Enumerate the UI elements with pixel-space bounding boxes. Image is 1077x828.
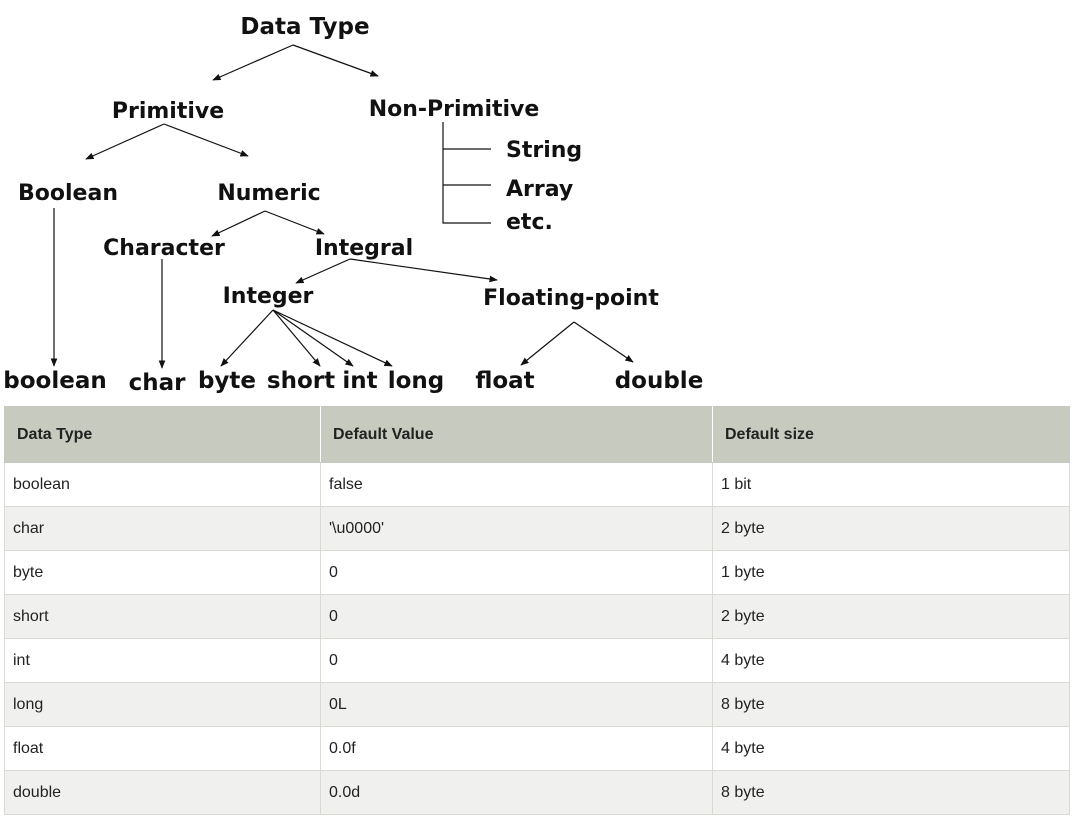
- cell-data-type: double: [4, 770, 321, 815]
- edge-integral-floatingpoint: [349, 258, 498, 283]
- cell-default-value: '\u0000': [320, 506, 713, 551]
- nonprimitive-bracket: [442, 122, 491, 224]
- cell-default-size: 2 byte: [712, 594, 1070, 639]
- table-row: char '\u0000' 2 byte: [4, 506, 1070, 551]
- leaf-float: float: [475, 368, 534, 394]
- cell-data-type: boolean: [4, 462, 321, 507]
- node-numeric: Numeric: [217, 181, 320, 206]
- header-data-type: Data Type: [4, 406, 321, 463]
- cell-default-size: 4 byte: [712, 726, 1070, 771]
- cell-default-size: 8 byte: [712, 770, 1070, 815]
- cell-default-size: 8 byte: [712, 682, 1070, 727]
- edge-primitive-numeric: [163, 123, 249, 157]
- edge-datatype-primitive: [212, 44, 294, 81]
- edge-primitive-boolean: [85, 123, 165, 160]
- data-type-tree-diagram: Data Type Primitive Non-Primitive String…: [3, 14, 704, 396]
- cell-default-value: 0: [320, 550, 713, 595]
- cell-data-type: int: [4, 638, 321, 683]
- cell-data-type: char: [4, 506, 321, 551]
- default-values-table-container: Data Type Default Value Default size boo…: [4, 406, 1070, 815]
- leaf-long: long: [388, 368, 445, 394]
- edge-integer-byte: [220, 309, 274, 367]
- cell-default-value: 0: [320, 594, 713, 639]
- node-data-type: Data Type: [240, 14, 369, 40]
- node-non-primitive: Non-Primitive: [369, 97, 540, 122]
- cell-default-size: 4 byte: [712, 638, 1070, 683]
- table-header-row: Data Type Default Value Default size: [4, 406, 1070, 463]
- cell-default-value: 0.0d: [320, 770, 713, 815]
- node-integer: Integer: [223, 284, 314, 309]
- cell-data-type: byte: [4, 550, 321, 595]
- cell-default-value: 0.0f: [320, 726, 713, 771]
- leaf-int: int: [342, 368, 377, 394]
- leaf-byte: byte: [198, 368, 256, 394]
- node-string: String: [506, 138, 582, 163]
- cell-default-value: 0L: [320, 682, 713, 727]
- node-primitive: Primitive: [112, 99, 224, 124]
- edge-datatype-nonprimitive: [292, 44, 379, 77]
- leaf-short: short: [267, 368, 335, 394]
- node-boolean-category: Boolean: [18, 181, 118, 206]
- leaf-char: char: [129, 370, 187, 396]
- node-array: Array: [506, 177, 573, 202]
- cell-data-type: short: [4, 594, 321, 639]
- table-row: boolean false 1 bit: [4, 462, 1070, 507]
- leaf-boolean: boolean: [3, 368, 106, 394]
- node-etc: etc.: [506, 210, 553, 235]
- table-row: int 0 4 byte: [4, 638, 1070, 683]
- header-default-value: Default Value: [320, 406, 713, 463]
- cell-data-type: long: [4, 682, 321, 727]
- edge-floatingpoint-double: [573, 321, 634, 363]
- cell-data-type: float: [4, 726, 321, 771]
- leaf-double: double: [615, 368, 704, 394]
- cell-default-size: 1 byte: [712, 550, 1070, 595]
- node-integral: Integral: [315, 236, 413, 261]
- edge-floatingpoint-float: [520, 321, 575, 366]
- cell-default-value: 0: [320, 638, 713, 683]
- header-default-size: Default size: [712, 406, 1070, 463]
- default-values-table: Data Type Default Value Default size boo…: [4, 406, 1070, 815]
- table-row: float 0.0f 4 byte: [4, 726, 1070, 771]
- edge-numeric-character: [211, 210, 266, 237]
- node-character: Character: [103, 236, 225, 261]
- node-floating-point: Floating-point: [483, 286, 659, 311]
- cell-default-size: 2 byte: [712, 506, 1070, 551]
- edge-integer-long: [272, 309, 393, 367]
- edge-integer-int: [272, 309, 354, 367]
- edge-integer-short: [272, 309, 321, 367]
- cell-default-value: false: [320, 462, 713, 507]
- table-row: long 0L 8 byte: [4, 682, 1070, 727]
- table-row: short 0 2 byte: [4, 594, 1070, 639]
- edge-numeric-integral: [264, 210, 325, 235]
- edge-integral-integer: [295, 258, 351, 284]
- table-row: byte 0 1 byte: [4, 550, 1070, 595]
- cell-default-size: 1 bit: [712, 462, 1070, 507]
- table-row: double 0.0d 8 byte: [4, 770, 1070, 815]
